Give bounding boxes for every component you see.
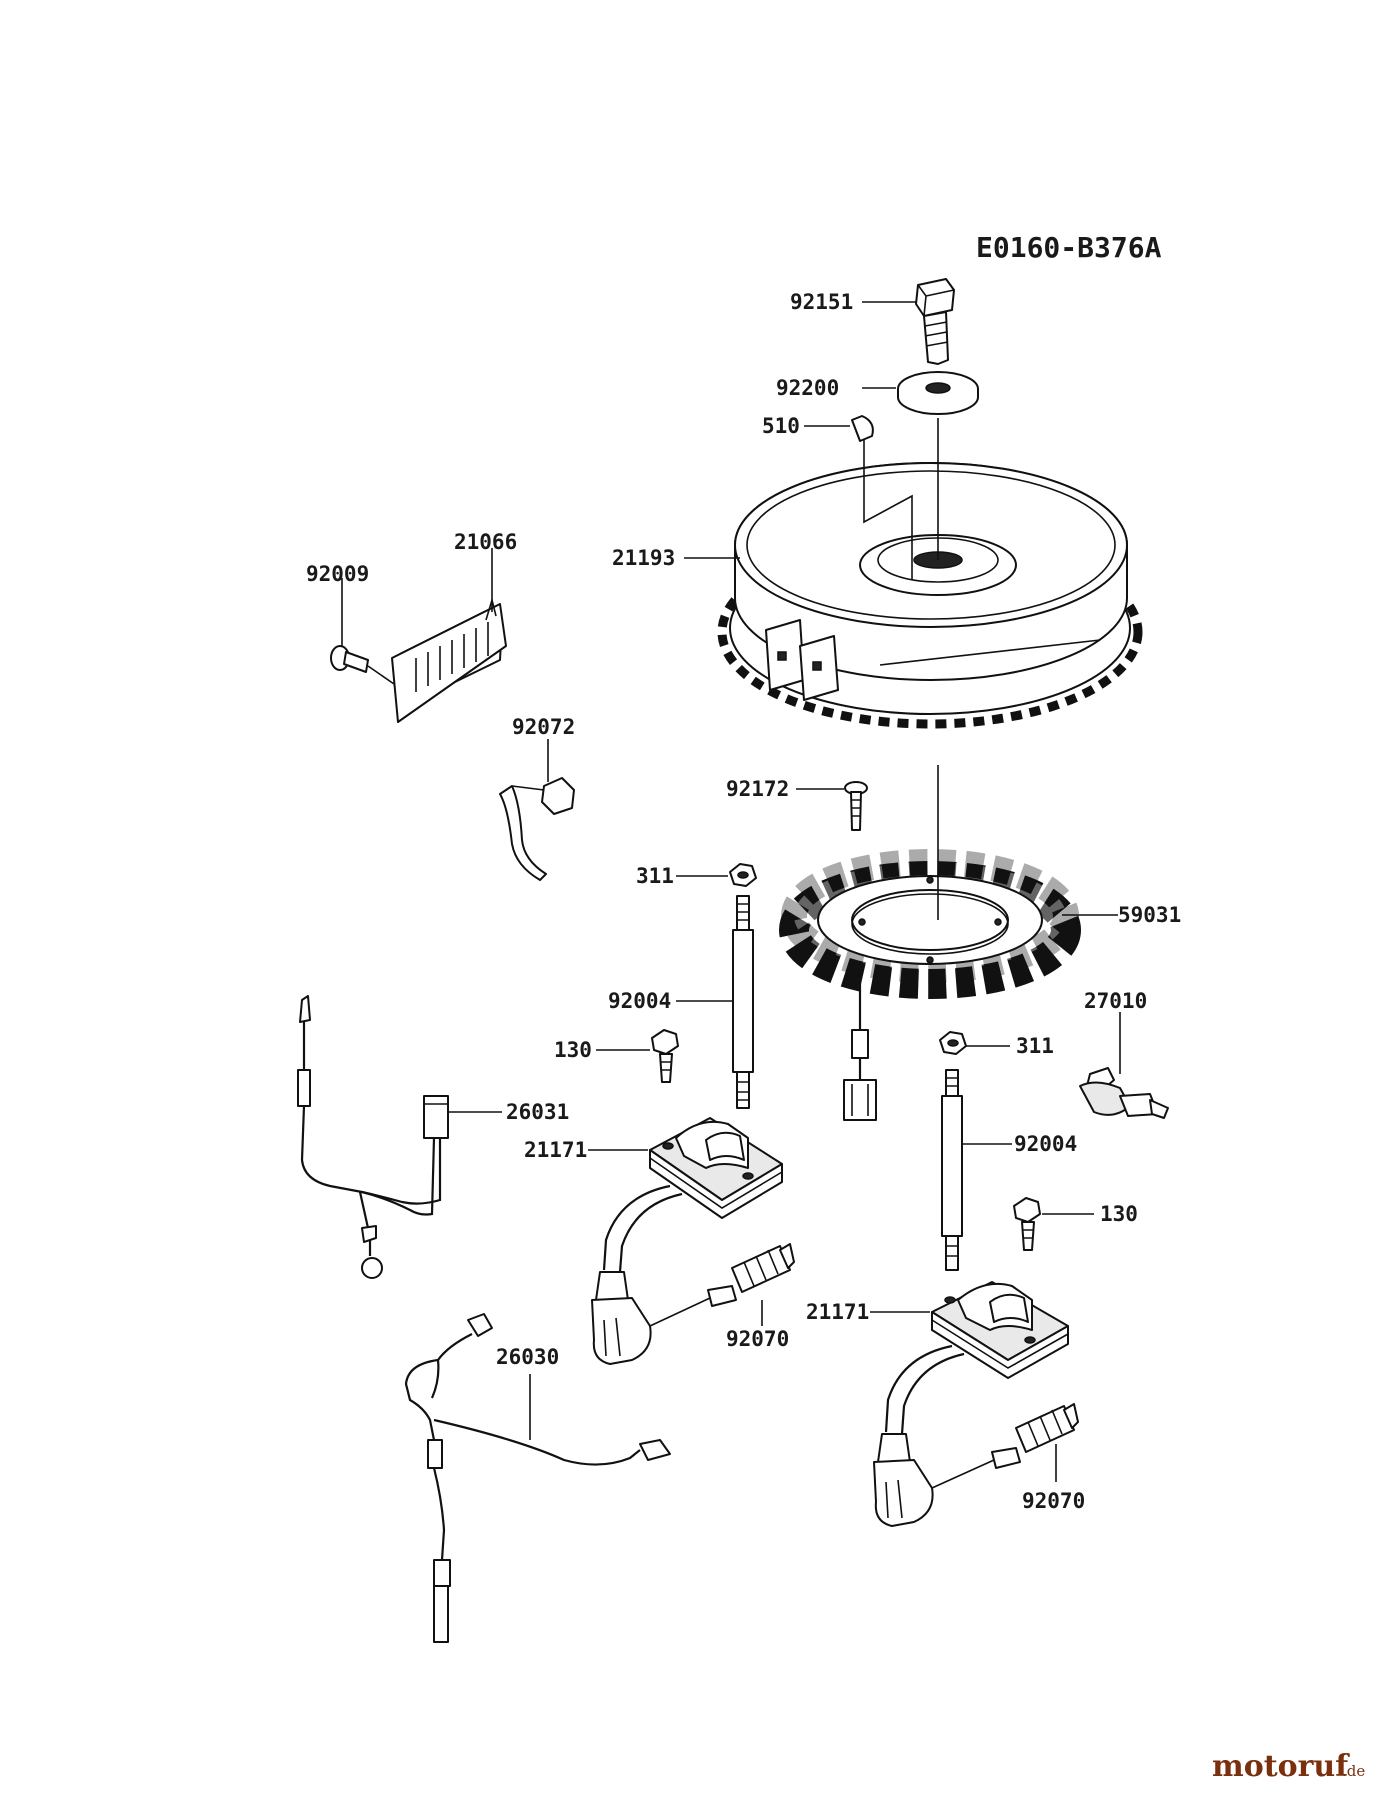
bolt-130-right[interactable] [1013, 1197, 1041, 1251]
stud-92004-left[interactable] [732, 895, 754, 1109]
label-59031[interactable]: 59031 [1118, 903, 1181, 927]
nut-311-right[interactable] [939, 1031, 967, 1055]
label-92172[interactable]: 92172 [726, 777, 789, 801]
spark-plug-92070-left[interactable] [649, 1243, 795, 1327]
clamp-92072[interactable] [499, 777, 575, 881]
label-510[interactable]: 510 [762, 414, 800, 438]
label-92072[interactable]: 92072 [512, 715, 575, 739]
label-27010[interactable]: 27010 [1084, 989, 1147, 1013]
label-26031[interactable]: 26031 [506, 1100, 569, 1124]
label-92200[interactable]: 92200 [776, 376, 839, 400]
diagram-code: E0160-B376A [976, 231, 1162, 264]
harness-26030[interactable] [404, 1313, 671, 1643]
label-311-right[interactable]: 311 [1016, 1034, 1054, 1058]
bolt-130-left[interactable] [651, 1029, 679, 1083]
label-130-left[interactable]: 130 [554, 1038, 592, 1062]
flywheel-21193[interactable] [717, 418, 1143, 729]
bolt-92151[interactable] [915, 278, 955, 365]
label-26030[interactable]: 26030 [496, 1345, 559, 1369]
screw-92172[interactable] [844, 781, 868, 831]
spark-plug-92070-right[interactable] [931, 1403, 1079, 1489]
label-21193[interactable]: 21193 [612, 546, 675, 570]
harness-26031[interactable] [297, 995, 449, 1279]
label-21171-right[interactable]: 21171 [806, 1300, 869, 1324]
label-92004-right[interactable]: 92004 [1014, 1132, 1077, 1156]
label-21066[interactable]: 21066 [454, 530, 517, 554]
watermark-tld: .de [1342, 1762, 1365, 1780]
leader-92009-b [367, 665, 395, 685]
label-92009[interactable]: 92009 [306, 562, 369, 586]
watermark-logo: motoruf .de [1212, 1749, 1365, 1784]
washer-92200[interactable] [897, 371, 979, 415]
label-92004-left[interactable]: 92004 [608, 989, 671, 1013]
watermark-name: motoruf [1212, 1749, 1350, 1784]
label-311-left[interactable]: 311 [636, 864, 674, 888]
nut-311-left[interactable] [729, 863, 757, 887]
ignition-coil-21171-left[interactable] [591, 1117, 783, 1365]
stator-59031[interactable] [779, 765, 1081, 1121]
label-92070-right[interactable]: 92070 [1022, 1489, 1085, 1513]
ignition-coil-21171-right[interactable] [873, 1281, 1069, 1527]
regulator-21066[interactable] [391, 596, 507, 723]
switch-27010[interactable] [1079, 1067, 1169, 1119]
screw-92009[interactable] [330, 645, 369, 673]
key-510[interactable] [851, 415, 874, 442]
label-92151[interactable]: 92151 [790, 290, 853, 314]
label-21171-left[interactable]: 21171 [524, 1138, 587, 1162]
label-130-right[interactable]: 130 [1100, 1202, 1138, 1226]
label-92070-left[interactable]: 92070 [726, 1327, 789, 1351]
stud-92004-right[interactable] [941, 1069, 963, 1271]
